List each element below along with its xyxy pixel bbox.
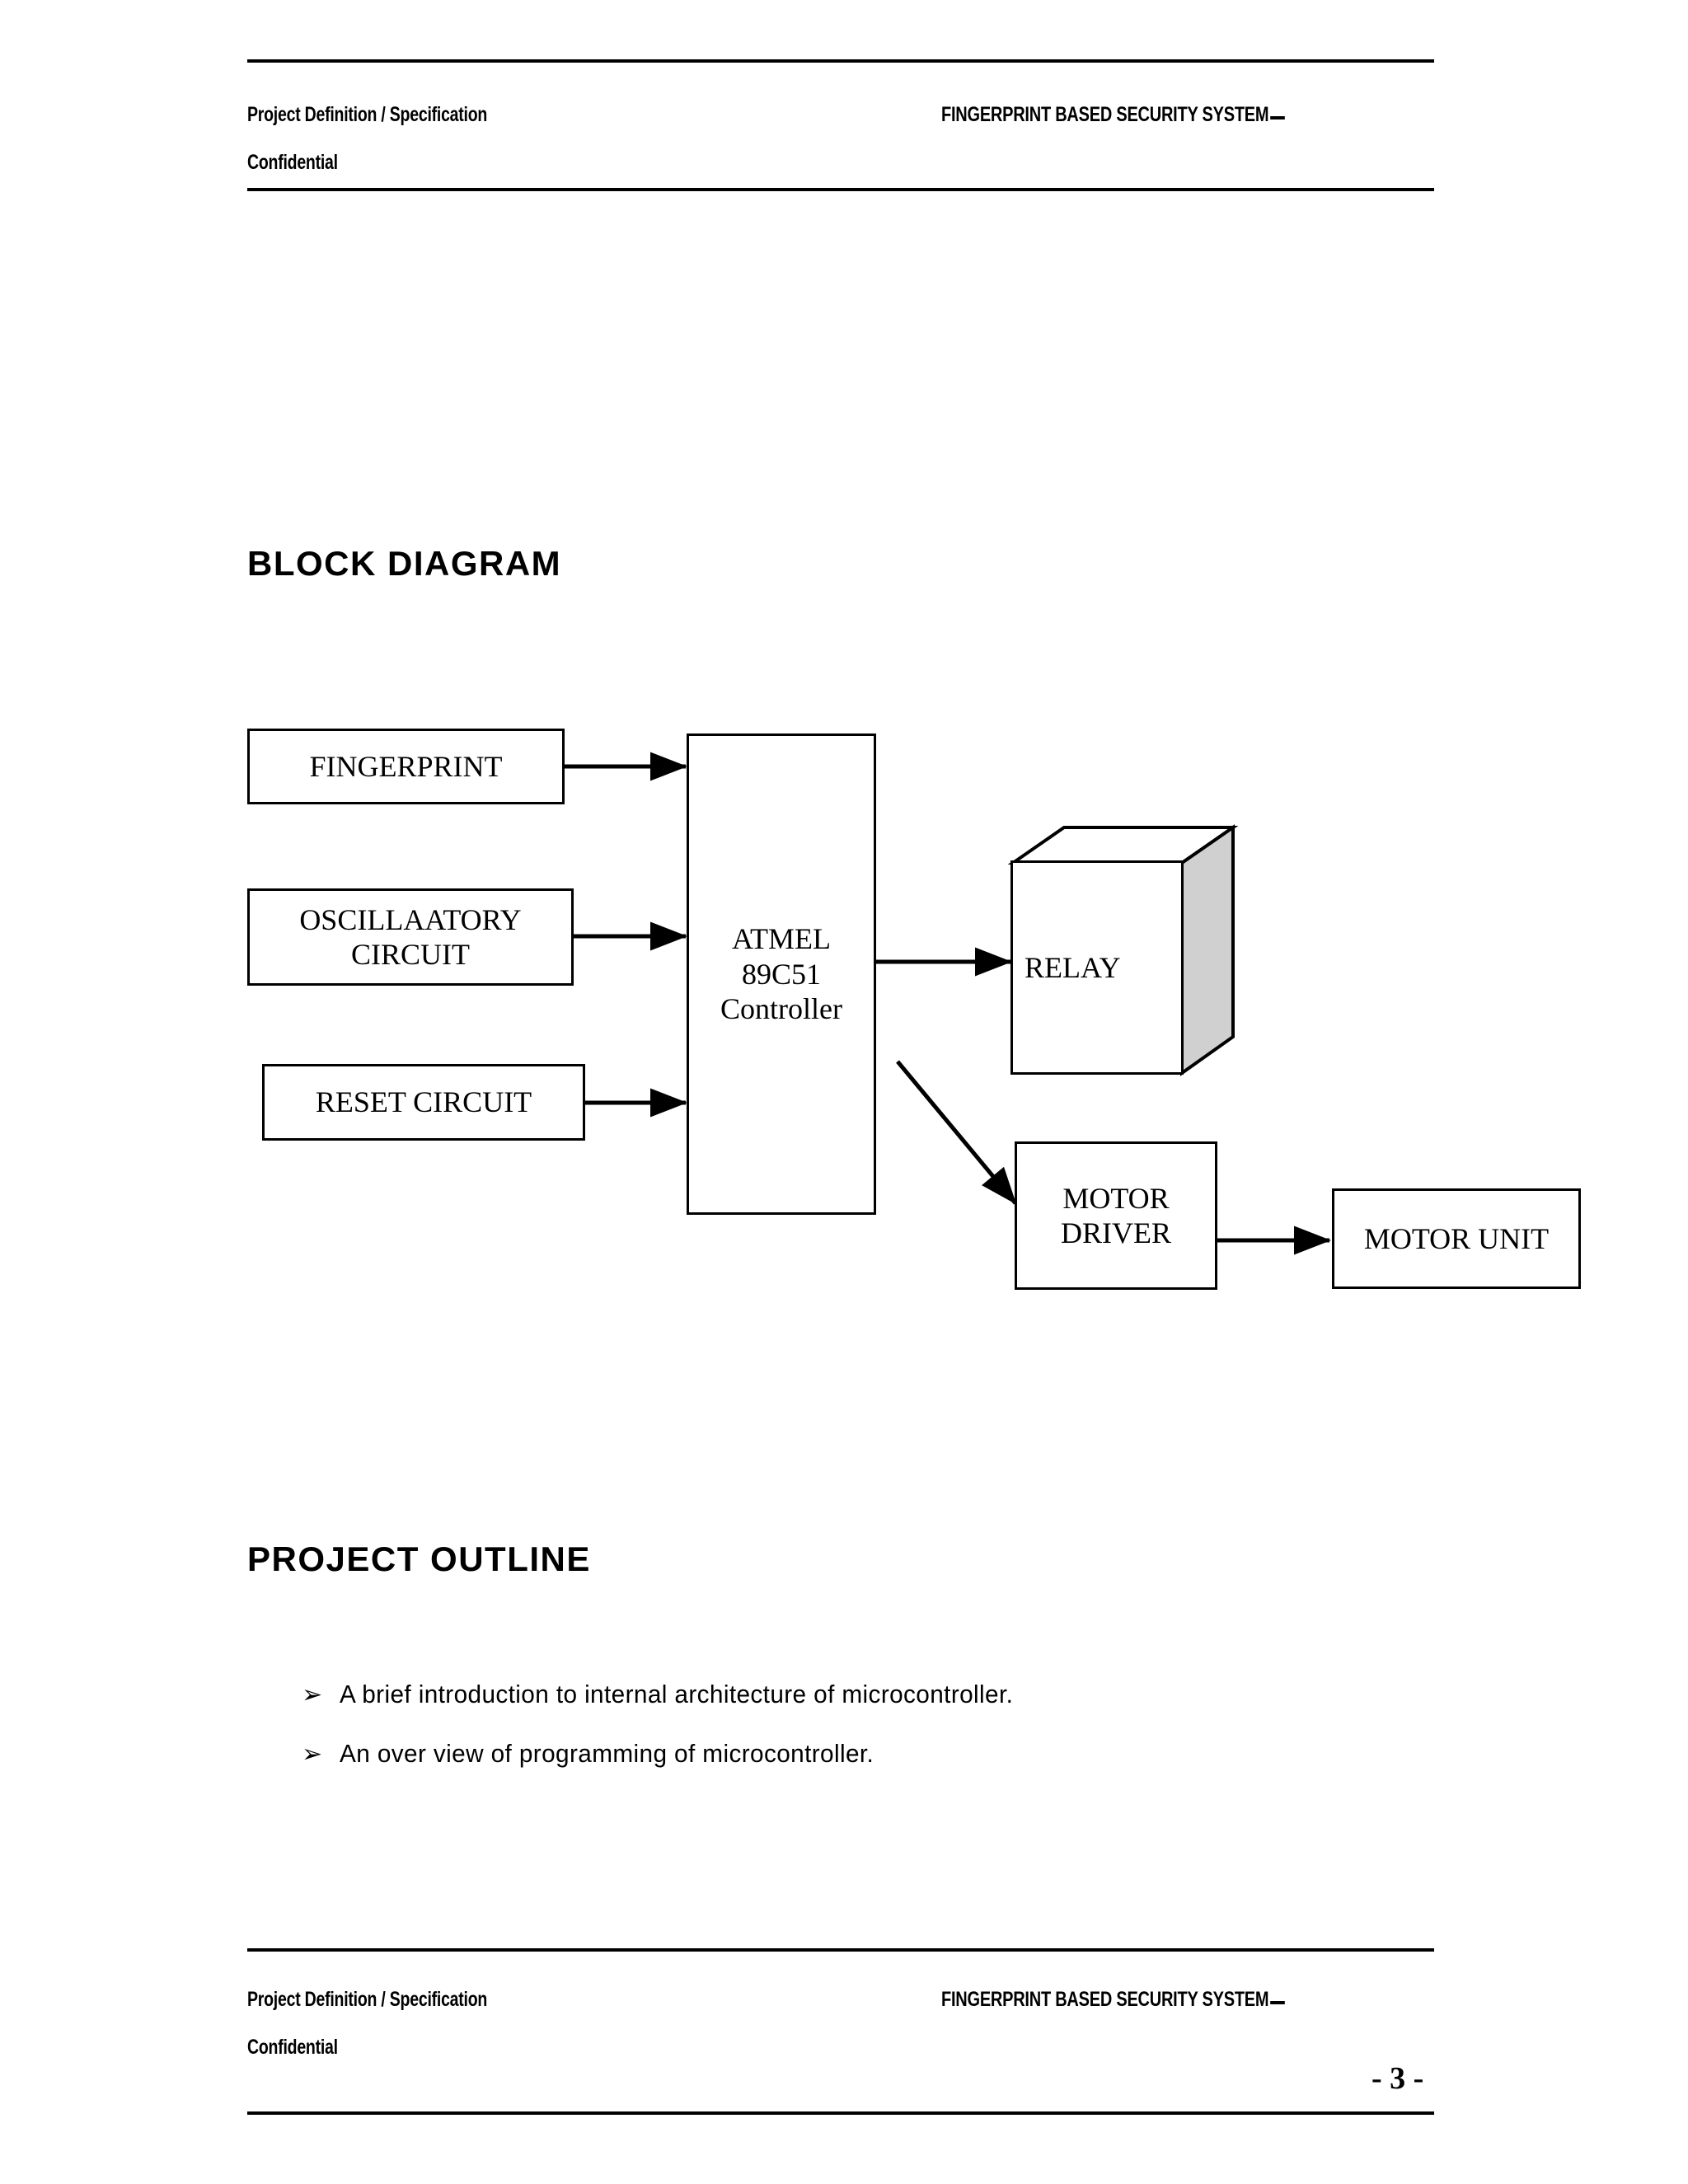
outline-list-item: ➢ An over view of programming of microco…	[302, 1739, 896, 1769]
block-motor-unit[interactable]: MOTOR UNIT	[1332, 1188, 1581, 1289]
block-oscillatory-label-line2: CIRCUIT	[351, 938, 470, 971]
header-top-rule	[247, 59, 1434, 63]
block-fingerprint[interactable]: FINGERPRINT	[247, 729, 565, 804]
header-bottom-rule	[247, 188, 1434, 191]
page-number: - 3 -	[1372, 2061, 1424, 2096]
block-motor-driver-label-line2: DRIVER	[1061, 1216, 1171, 1249]
block-relay[interactable]: RELAY	[1010, 860, 1184, 1075]
block-reset-label: RESET CIRCUIT	[315, 1085, 532, 1119]
block-controller-label-line1: ATMEL	[732, 922, 831, 956]
footer-left-line1: Project Definition / Specification	[247, 1988, 488, 2011]
block-controller-label-line3: Controller	[720, 992, 842, 1026]
project-outline-heading: PROJECT OUTLINE	[247, 1540, 591, 1578]
relay-cube-top-face	[1007, 826, 1239, 865]
relay-cube-right-face	[1180, 824, 1235, 1076]
header-right-title: FINGERPRINT BASED SECURITY SYSTEM	[941, 103, 1285, 127]
header-right-title-text: FINGERPRINT BASED SECURITY SYSTEM	[941, 103, 1269, 126]
footer-left-line2: Confidential	[247, 2036, 338, 2059]
footer-top-rule	[247, 1948, 1434, 1952]
block-motor-driver-label-line1: MOTOR	[1062, 1181, 1170, 1215]
footer-right-title-text: FINGERPRINT BASED SECURITY SYSTEM	[941, 1988, 1269, 2011]
block-diagram-heading: BLOCK DIAGRAM	[247, 544, 562, 583]
outline-item-text: An over view of programming of microcont…	[340, 1739, 874, 1768]
block-motor-driver[interactable]: MOTOR DRIVER	[1015, 1141, 1217, 1290]
connector-controller-to-motor-driver	[896, 1060, 1017, 1205]
arrow-bullet-icon: ➢	[302, 1740, 323, 1769]
outline-item-text: A brief introduction to internal archite…	[340, 1680, 1014, 1708]
footer-bottom-rule	[247, 2111, 1434, 2115]
header-left-line2: Confidential	[247, 151, 338, 174]
footer-right-title: FINGERPRINT BASED SECURITY SYSTEM	[941, 1988, 1285, 2012]
footer-title-underscore-icon	[1269, 2001, 1285, 2004]
arrow-bullet-icon: ➢	[302, 1680, 323, 1709]
block-atmel-controller[interactable]: ATMEL 89C51 Controller	[687, 733, 876, 1215]
block-relay-label: RELAY	[1025, 951, 1121, 984]
block-reset-circuit[interactable]: RESET CIRCUIT	[262, 1064, 585, 1141]
block-oscillatory-label-line1: OSCILLAATORY	[299, 902, 522, 936]
header-title-underscore-icon	[1269, 116, 1285, 120]
block-fingerprint-label: FINGERPRINT	[309, 749, 503, 783]
outline-list-item: ➢ A brief introduction to internal archi…	[302, 1680, 1041, 1709]
block-controller-label-line2: 89C51	[741, 957, 821, 991]
block-motor-unit-label: MOTOR UNIT	[1363, 1221, 1550, 1255]
block-oscillatory-circuit[interactable]: OSCILLAATORY CIRCUIT	[247, 888, 574, 986]
header-left-line1: Project Definition / Specification	[247, 103, 488, 126]
